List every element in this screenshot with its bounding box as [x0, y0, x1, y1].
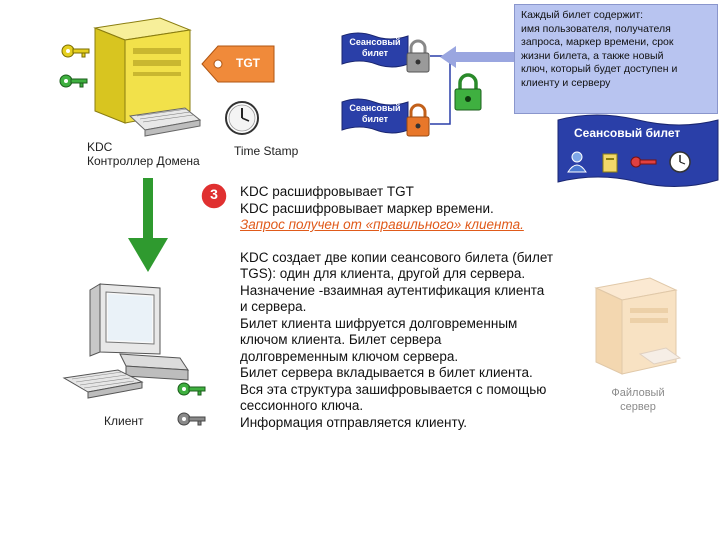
- session-ticket-1-line2: билет: [362, 48, 388, 58]
- arrow-left-icon: [440, 46, 516, 68]
- step-paragraph-line: TGS): один для клиента, другой для серве…: [240, 266, 526, 281]
- ticket-info-box: Каждый билет содержит: имя пользователя,…: [514, 4, 718, 114]
- ticket-info-text: Каждый билет содержит: имя пользователя,…: [515, 5, 717, 94]
- step-paragraph-line: Вся эта структура зашифровывается с помо…: [240, 381, 547, 397]
- key-icon: [630, 156, 657, 168]
- tgt-label: TGT: [236, 56, 260, 70]
- key-icon: [177, 382, 206, 396]
- session-ticket-1-label: Сеансовый билет: [342, 37, 408, 59]
- info-line: жизни билета, а также новый: [521, 49, 664, 62]
- lock-icon: [406, 103, 430, 137]
- step-paragraph-line: и сервера.: [240, 299, 307, 314]
- big-session-ticket-label: Сеансовый билет: [574, 126, 681, 140]
- session-ticket-1-line1: Сеансовый: [349, 37, 401, 47]
- step-paragraph-line: Назначение -взаимная аутентификация клие…: [240, 282, 545, 298]
- lock-icon: [406, 39, 430, 73]
- session-ticket-2-label: Сеансовый билет: [342, 103, 408, 125]
- tgt-tag-icon: [201, 45, 275, 83]
- step-paragraph-line: долговременным ключом сервера.: [240, 348, 459, 364]
- info-line: клиенту и серверу: [521, 76, 611, 89]
- step-paragraph-line: KDC создает две копии сеансового билета …: [240, 249, 554, 265]
- key-icon: [61, 44, 90, 58]
- step-highlight-line: Запрос получен от «правильного» клиента.: [240, 217, 524, 232]
- clock-icon: [669, 151, 691, 173]
- file-server-label-line1: Файловый: [611, 387, 665, 399]
- kdc-label: KDC Контроллер Домена: [87, 140, 200, 168]
- step-paragraph-line: ключом клиента. Билет сервера: [240, 332, 442, 347]
- user-icon: [567, 151, 587, 173]
- step-paragraph-line: Информация отправляется клиенту.: [240, 414, 468, 430]
- session-ticket-2-line2: билет: [362, 114, 388, 124]
- info-line: запроса, маркер времени, срок: [521, 36, 674, 48]
- file-server-label: Файловый сервер: [608, 386, 668, 414]
- client-computer-icon: [62, 283, 189, 399]
- kdc-server-icon: [93, 17, 202, 137]
- time-stamp-label: Time Stamp: [234, 144, 299, 158]
- step-paragraph-line: Билет сервера вкладывается в билет клиен…: [240, 365, 533, 380]
- step-line: KDC расшифровывает TGT: [240, 184, 414, 199]
- kdc-label-line1: KDC: [87, 140, 113, 154]
- info-line: Каждый билет содержит:: [521, 9, 644, 21]
- session-ticket-2-line1: Сеансовый: [349, 103, 401, 113]
- file-server-icon: [594, 277, 682, 375]
- step-paragraph-line: сессионного ключа.: [240, 398, 364, 413]
- info-line: ключ, который будет доступен и: [521, 63, 678, 75]
- key-icon: [59, 74, 88, 88]
- kdc-label-line2: Контроллер Домена: [87, 154, 200, 168]
- arrow-down-icon: [128, 178, 168, 272]
- step-number: 3: [210, 186, 218, 202]
- lock-icon: [454, 73, 482, 111]
- file-server-label-line2: сервер: [620, 401, 656, 413]
- clock-icon: [225, 101, 259, 135]
- step-description: KDC расшифровывает TGT KDC расшифровывае…: [240, 184, 553, 431]
- step-number-badge: [200, 182, 228, 210]
- step-line: KDC расшифровывает маркер времени.: [240, 200, 494, 216]
- ticket-connector-lines: [430, 55, 451, 125]
- key-icon: [177, 412, 206, 426]
- info-line: имя пользователя, получателя: [521, 22, 671, 35]
- step-paragraph-line: Билет клиента шифруется долговременным: [240, 315, 518, 331]
- client-label: Клиент: [104, 414, 144, 428]
- server-icon: [602, 153, 618, 173]
